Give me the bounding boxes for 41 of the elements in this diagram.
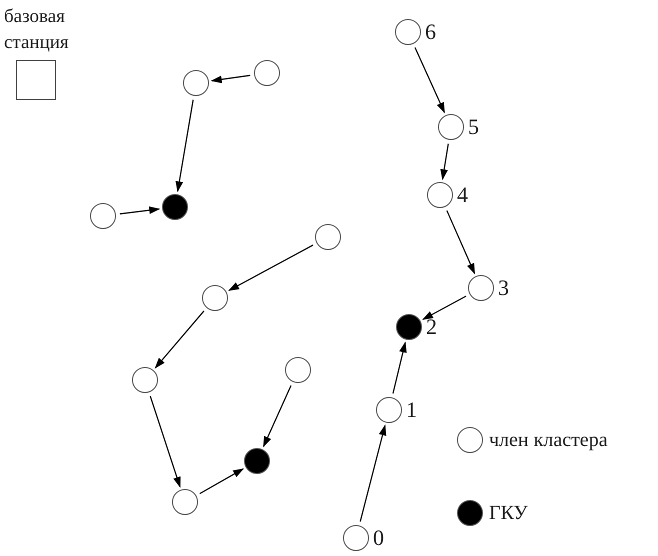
arrow (154, 310, 204, 369)
arrow (360, 424, 386, 522)
node-circle (343, 525, 369, 551)
arrow (120, 206, 160, 214)
node-circle (427, 182, 453, 208)
filled-node-circle (162, 194, 188, 220)
filled-node-circle (244, 448, 270, 474)
arrow (150, 396, 181, 488)
node-circle (468, 275, 494, 301)
node-number: 6 (425, 21, 436, 43)
node-number: 5 (468, 116, 479, 138)
arrow (422, 296, 466, 320)
node-number: 2 (426, 316, 437, 338)
node-circle (90, 203, 116, 229)
node-circle (172, 489, 198, 515)
node-number: 4 (457, 184, 468, 206)
node-circle (376, 397, 402, 423)
node-circle (438, 114, 464, 140)
node-number: 3 (498, 277, 509, 299)
node-number: 0 (373, 527, 384, 549)
node-circle (395, 19, 421, 45)
node-circle (132, 367, 158, 393)
arrow (228, 244, 314, 291)
arrow (263, 385, 292, 448)
node-circle (315, 224, 341, 250)
node-circle (202, 285, 228, 311)
node-circle (285, 357, 311, 383)
legend-label: член кластера (489, 428, 608, 452)
arrow (440, 144, 449, 180)
node-circle (254, 60, 280, 86)
base-station-label: базовая станция (4, 5, 70, 55)
filled-node-circle (396, 314, 422, 340)
node-number: 1 (406, 399, 417, 421)
arrow (414, 47, 445, 114)
arrow (392, 341, 407, 394)
node-circle (183, 70, 209, 96)
arrow (199, 468, 244, 494)
arrow (176, 100, 194, 192)
arrow (446, 210, 476, 274)
legend-label: ГКУ (489, 502, 528, 524)
arrow (210, 74, 250, 84)
